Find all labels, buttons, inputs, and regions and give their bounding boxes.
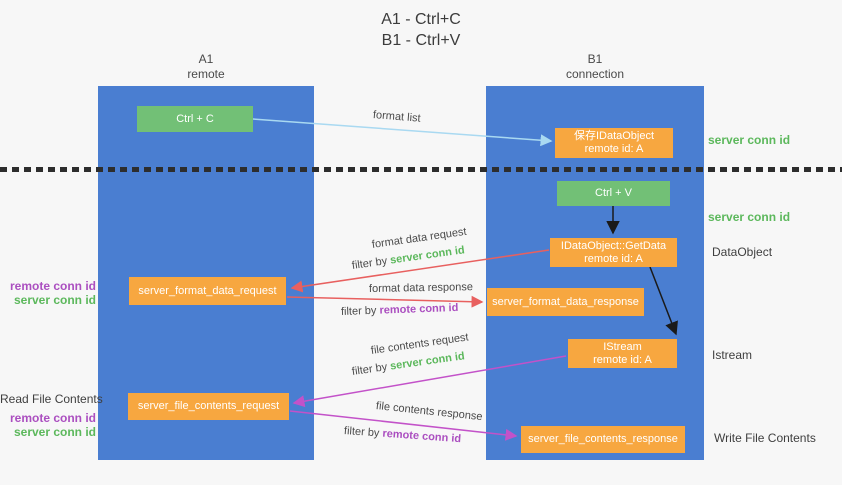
getdata-line2: remote id: A — [584, 252, 643, 265]
istream-node: IStream remote id: A — [568, 339, 677, 368]
getdata-to-istream-arrow — [649, 266, 678, 336]
format-data-response-label: format data response — [368, 281, 474, 295]
column-a1-name: A1 — [198, 52, 214, 66]
server-conn-id-label-file: server conn id — [13, 425, 96, 439]
server-format-data-request-label: server_format_data_request — [138, 284, 277, 297]
column-a1-role: remote — [187, 67, 225, 81]
file-contents-response-arrow — [289, 410, 518, 441]
istream-line2: remote id: A — [593, 353, 652, 366]
server-format-data-response-label: server_format_data_response — [492, 295, 639, 308]
column-header-a1: A1 remote — [98, 52, 314, 82]
format-data-response-arrow — [286, 295, 484, 308]
remote-conn-id-label-format: remote conn id — [9, 279, 96, 293]
server-file-contents-request-node: server_file_contents_request — [128, 393, 289, 420]
save-idataobject-node: 保存IDataObject remote id: A — [555, 128, 673, 158]
column-b1-role: connection — [565, 67, 625, 81]
filter-by-prefix: filter by — [340, 304, 377, 318]
ctrl-v-label: Ctrl + V — [595, 187, 632, 199]
dataobject-label: DataObject — [712, 245, 773, 259]
format-data-request-arrow — [290, 249, 550, 293]
column-b1-name: B1 — [587, 52, 603, 66]
ctrl-c-label: Ctrl + C — [176, 112, 214, 125]
save-idataobject-line2: remote id: A — [584, 143, 644, 155]
server-file-contents-response-node: server_file_contents_response — [521, 426, 685, 453]
server-conn-id-label-mid: server conn id — [708, 210, 791, 224]
write-file-contents-label: Write File Contents — [714, 431, 816, 445]
getdata-node: IDataObject::GetData remote id: A — [550, 238, 677, 267]
ctrl-v-node: Ctrl + V — [557, 181, 670, 206]
title-line-ctrl-c: A1 - Ctrl+C — [381, 11, 461, 28]
server-format-data-response-node: server_format_data_response — [487, 288, 644, 316]
read-file-contents-label: Read File Contents — [0, 392, 103, 406]
server-file-contents-response-label: server_file_contents_response — [528, 433, 678, 445]
file-contents-request-arrow — [292, 355, 567, 408]
getdata-line1: IDataObject::GetData — [560, 239, 667, 252]
server-file-contents-request-label: server_file_contents_request — [137, 400, 280, 412]
istream-line1: IStream — [603, 340, 642, 353]
server-conn-id-label-top: server conn id — [708, 133, 791, 147]
server-conn-id-label-format: server conn id — [13, 293, 96, 307]
format-list-arrow — [252, 118, 553, 147]
column-header-b1: B1 connection — [486, 52, 704, 82]
istream-side-label: Istream — [712, 348, 753, 362]
title-line-ctrl-v: B1 - Ctrl+V — [381, 32, 461, 49]
diagram-title: A1 - Ctrl+C B1 - Ctrl+V — [0, 9, 842, 51]
save-idataobject-line1: 保存IDataObject — [573, 130, 655, 142]
filter-by-prefix: filter by — [343, 425, 380, 440]
remote-conn-id-label-file: remote conn id — [9, 411, 96, 425]
ctrl-c-node: Ctrl + C — [137, 106, 253, 132]
phase-divider-dotted-line — [0, 167, 842, 172]
server-format-data-request-node: server_format_data_request — [129, 277, 286, 305]
